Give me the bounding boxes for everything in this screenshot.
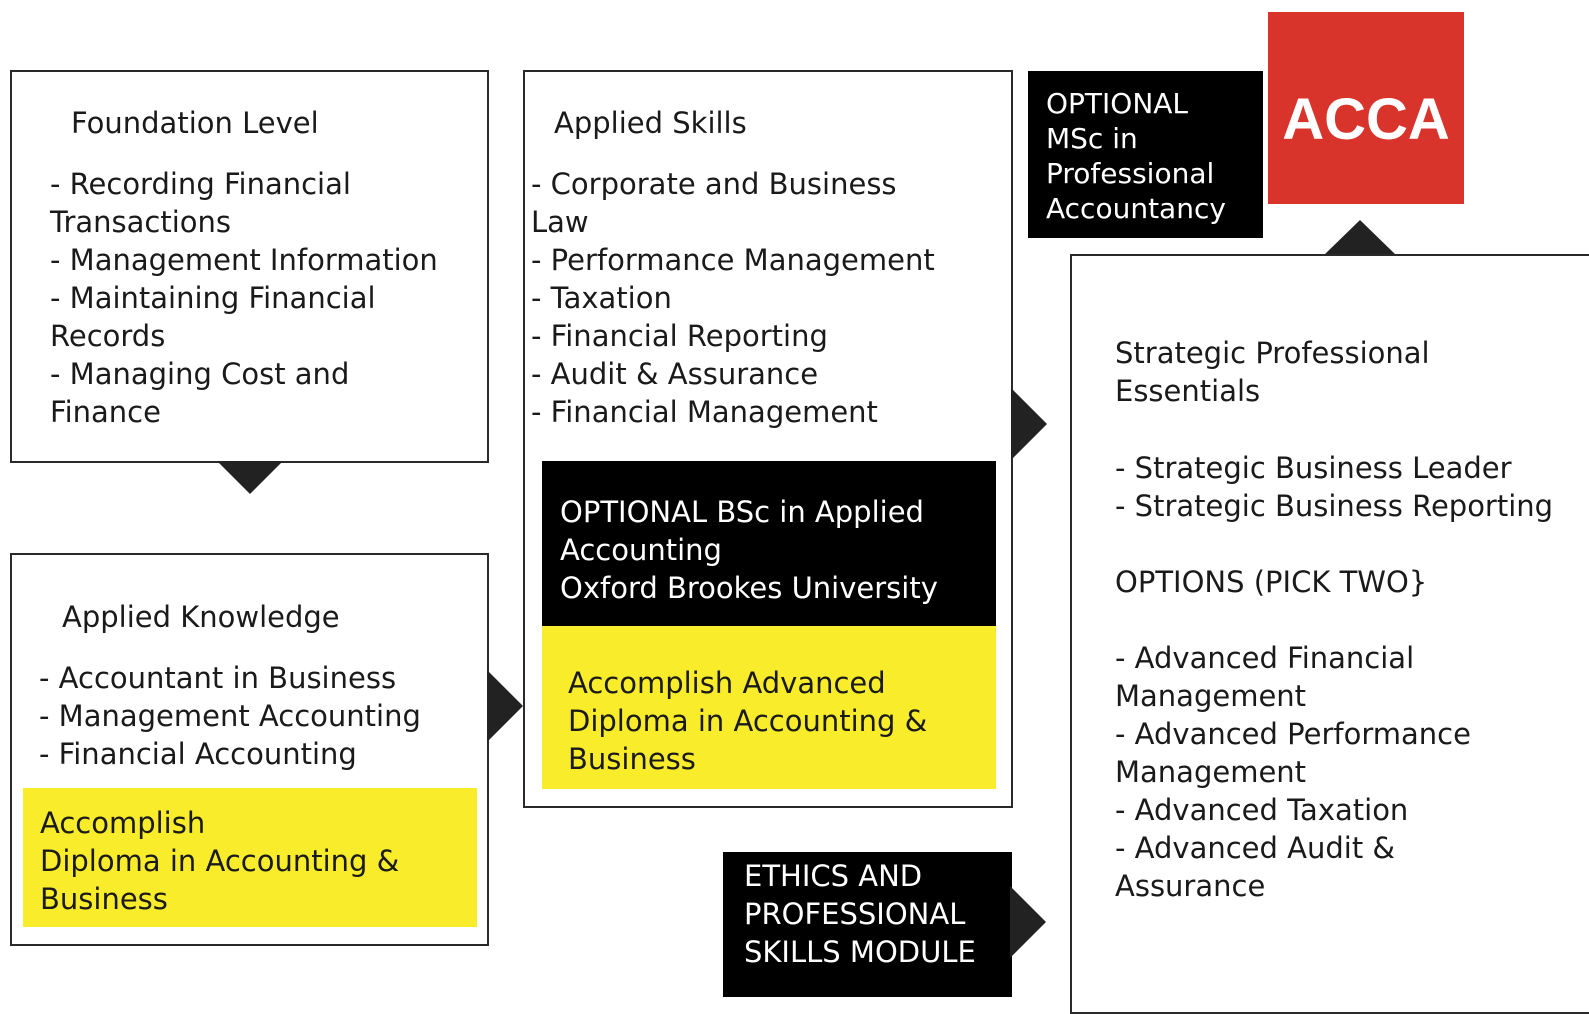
arrow-right-icon — [1010, 886, 1046, 958]
list-item: - Taxation — [531, 281, 672, 315]
advanced-diploma-highlight: Accomplish Advanced Diploma in Accountin… — [542, 626, 996, 789]
strategic-options-title: OPTIONS (PICK TWO} — [1115, 565, 1428, 599]
list-item: - Financial Management — [531, 395, 878, 429]
strategic-professional-title: Strategic Professional Essentials — [1115, 336, 1430, 408]
arrow-up-icon — [1323, 220, 1397, 256]
list-item: - Audit & Assurance — [531, 357, 819, 391]
applied-knowledge-box: Applied Knowledge - Accountant in Busine… — [10, 553, 489, 946]
applied-skills-box: Applied Skills - Corporate and Business … — [523, 70, 1013, 808]
list-item: - Performance Management — [531, 243, 935, 277]
acca-logo-text: ACCA — [1282, 87, 1450, 152]
foundation-level-title: Foundation Level — [71, 106, 319, 140]
arrow-down-icon — [217, 461, 283, 494]
list-item: - Management Accounting — [39, 699, 421, 733]
list-item: - Corporate and Business Law — [531, 167, 897, 239]
optional-bsc-banner: OPTIONAL BSc in Applied Accounting Oxfor… — [542, 461, 996, 626]
list-item: - Accountant in Business — [39, 661, 397, 695]
list-item: - Advanced Financial Management — [1115, 641, 1415, 713]
applied-skills-list: - Corporate and Business Law - Performan… — [531, 165, 935, 431]
strategic-professional-box: Strategic Professional Essentials - Stra… — [1070, 254, 1589, 1014]
optional-msc-banner: OPTIONAL MSc in Professional Accountancy — [1028, 71, 1263, 238]
arrow-right-icon — [487, 670, 523, 742]
ethics-module-banner: ETHICS AND PROFESSIONAL SKILLS MODULE — [723, 852, 1012, 997]
applied-knowledge-title: Applied Knowledge — [62, 600, 340, 634]
list-item: - Recording Financial Transactions — [50, 167, 351, 239]
arrow-right-icon — [1011, 388, 1047, 460]
list-item: - Maintaining Financial Records — [50, 281, 376, 353]
diploma-highlight: Accomplish Diploma in Accounting & Busin… — [23, 788, 477, 927]
list-item: - Financial Reporting — [531, 319, 828, 353]
list-item: - Strategic Business Leader — [1115, 451, 1512, 485]
foundation-level-list: - Recording Financial Transactions - Man… — [50, 165, 438, 431]
list-item: - Advanced Taxation — [1115, 793, 1409, 827]
strategic-options-list: - Advanced Financial Management - Advanc… — [1115, 639, 1471, 905]
list-item: - Managing Cost and Finance — [50, 357, 350, 429]
applied-skills-title: Applied Skills — [554, 106, 747, 140]
list-item: - Advanced Performance Management — [1115, 717, 1471, 789]
strategic-essentials-list: - Strategic Business Leader - Strategic … — [1115, 449, 1553, 525]
list-item: - Financial Accounting — [39, 737, 357, 771]
list-item: - Strategic Business Reporting — [1115, 489, 1554, 523]
foundation-level-box: Foundation Level - Recording Financial T… — [10, 70, 489, 463]
applied-knowledge-list: - Accountant in Business - Management Ac… — [39, 659, 421, 773]
acca-logo: ACCA — [1268, 12, 1464, 204]
list-item: - Management Information — [50, 243, 438, 277]
list-item: - Advanced Audit & Assurance — [1115, 831, 1396, 903]
